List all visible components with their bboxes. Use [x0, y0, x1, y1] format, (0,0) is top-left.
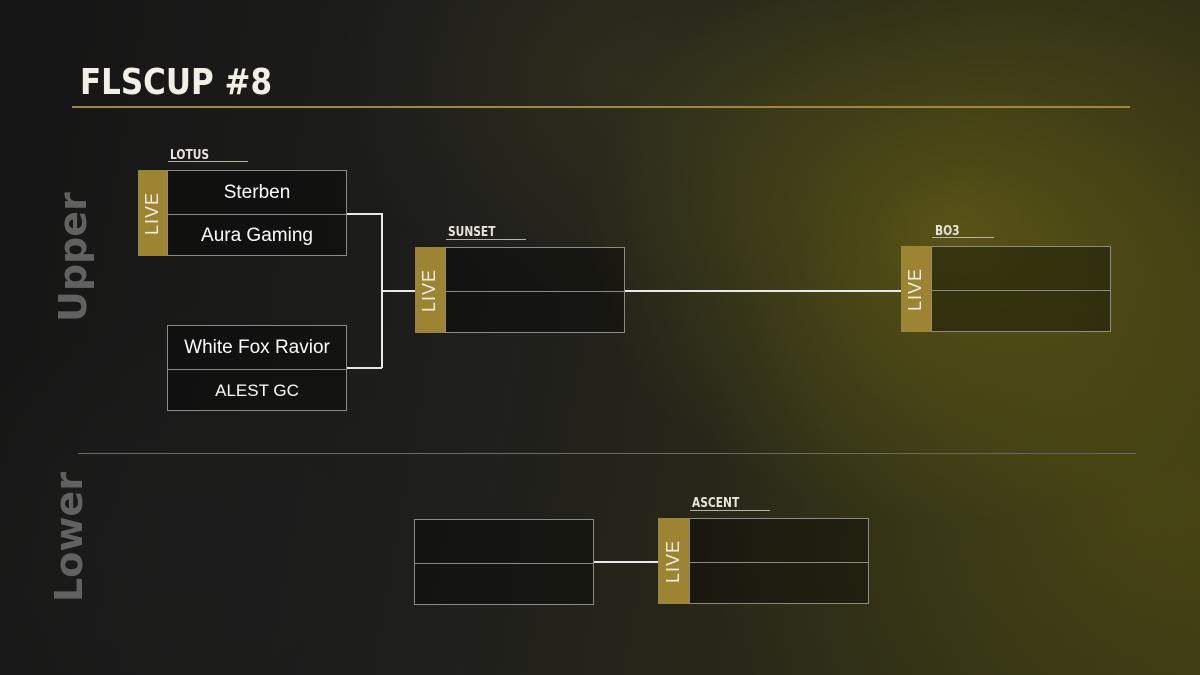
map-label-lotus: LOTUS — [170, 148, 210, 163]
team-slot-2[interactable]: Aura Gaming — [168, 214, 346, 256]
team-slot-1[interactable] — [932, 247, 1110, 290]
team-slot-2[interactable] — [690, 562, 868, 604]
match-lower-final[interactable] — [689, 518, 869, 604]
match-upper-semi-top[interactable]: Sterben Aura Gaming — [167, 170, 347, 256]
live-badge-label: LIVE — [905, 267, 926, 311]
connector-line — [347, 213, 382, 215]
live-badge-label: LIVE — [663, 539, 683, 583]
team-slot-2[interactable]: ALEST GC — [168, 369, 346, 411]
map-underline — [168, 161, 248, 162]
team-slot-1[interactable]: White Fox Ravior — [184, 336, 330, 358]
lower-section-label: Lower — [47, 472, 91, 602]
page-title: FLSCUP #8 — [80, 62, 272, 103]
match-upper-final[interactable] — [445, 247, 625, 333]
map-label-sunset: SUNSET — [448, 225, 496, 240]
map-label-ascent: ASCENT — [692, 496, 740, 511]
connector-line — [594, 561, 658, 563]
team-slot-2[interactable] — [415, 563, 593, 605]
map-underline — [446, 239, 526, 240]
map-label-bo3: BO3 — [935, 224, 960, 239]
live-badge[interactable]: LIVE — [415, 247, 445, 333]
live-badge[interactable]: LIVE — [658, 518, 689, 604]
live-badge[interactable]: LIVE — [138, 170, 167, 256]
connector-line — [347, 367, 382, 369]
match-grand-final[interactable] — [931, 246, 1111, 332]
bracket-divider — [78, 453, 1136, 454]
map-underline — [690, 510, 770, 511]
connector-line — [625, 290, 901, 292]
team-slot-1[interactable]: Sterben — [223, 181, 291, 203]
team-slot-1[interactable] — [690, 519, 868, 562]
team-slot-2[interactable] — [446, 291, 624, 333]
upper-section-label: Upper — [51, 192, 95, 322]
team-slot-1[interactable] — [446, 248, 624, 291]
team-slot-1[interactable] — [415, 520, 593, 563]
team-slot-2[interactable] — [932, 290, 1110, 332]
live-badge-label: LIVE — [419, 268, 440, 312]
title-rule — [72, 106, 1130, 108]
match-upper-semi-bottom[interactable]: White Fox Ravior ALEST GC — [167, 325, 347, 411]
match-lower-round1[interactable] — [414, 519, 594, 605]
live-badge[interactable]: LIVE — [901, 246, 931, 332]
live-badge-label: LIVE — [142, 191, 162, 235]
connector-line — [381, 290, 415, 292]
map-underline — [932, 237, 994, 238]
